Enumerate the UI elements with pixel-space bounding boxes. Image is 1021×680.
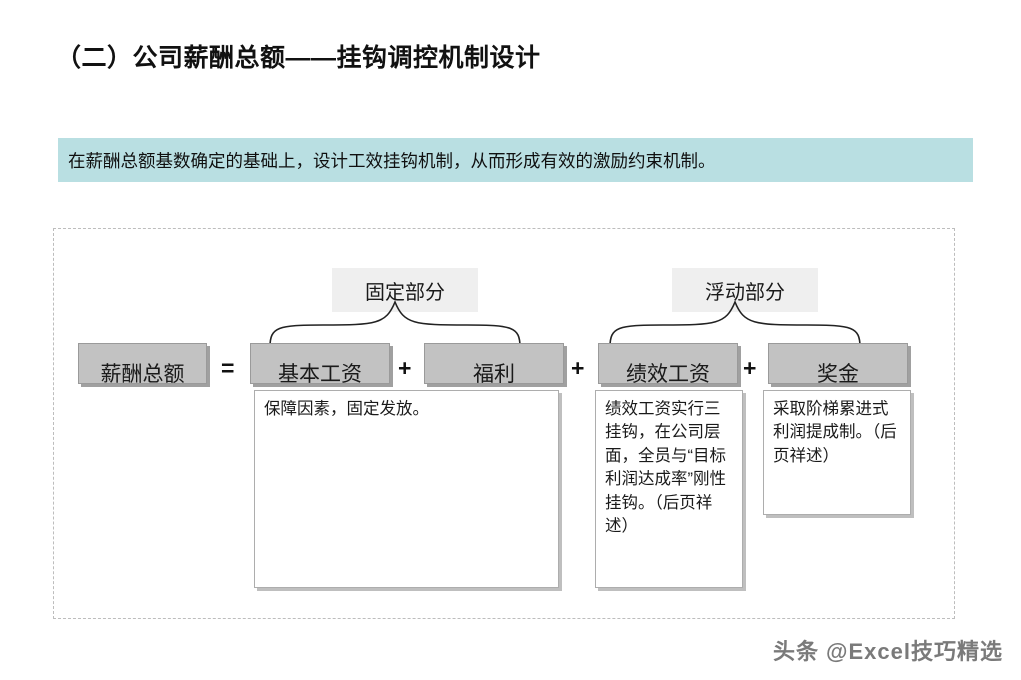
group-label-fixed-text: 固定部分 — [365, 281, 445, 304]
brace-float-icon — [609, 299, 861, 348]
component-box-base — [250, 343, 390, 384]
component-label-total: 薪酬总额 — [100, 363, 185, 386]
summary-banner-text: 在薪酬总额基数确定的基础上，设计工效挂钩机制，从而形成有效的激励约束机制。 — [68, 150, 716, 171]
group-label-float-text: 浮动部分 — [705, 281, 785, 304]
component-box-welfare — [424, 343, 564, 384]
component-box-bonus — [768, 343, 908, 384]
summary-banner: 在薪酬总额基数确定的基础上，设计工效挂钩机制，从而形成有效的激励约束机制。 — [58, 138, 973, 182]
description-box-bonus: 采取阶梯累进式利润提成制。（后页祥述） — [763, 390, 911, 515]
group-label-fixed: 固定部分 — [332, 268, 478, 312]
diagram-frame — [53, 228, 955, 619]
operator-plus-2: + — [571, 355, 585, 381]
component-box-perf — [598, 343, 738, 384]
description-box-base: 保障因素，固定发放。 — [254, 390, 559, 588]
operator-equals: = — [221, 355, 235, 381]
brace-fixed-icon — [269, 299, 521, 348]
group-label-float: 浮动部分 — [672, 268, 818, 312]
component-label-bonus: 奖金 — [817, 363, 859, 386]
component-label-welfare: 福利 — [473, 363, 515, 386]
component-label-perf: 绩效工资 — [626, 363, 710, 386]
component-label-base: 基本工资 — [278, 363, 362, 386]
watermark: 头条 @Excel技巧精选 — [772, 639, 1003, 664]
component-box-total — [78, 343, 207, 384]
page-title: （二）公司薪酬总额——挂钩调控机制设计 — [56, 44, 541, 72]
description-box-perf: 绩效工资实行三挂钩，在公司层面，全员与“目标利润达成率”刚性挂钩。（后页祥述） — [595, 390, 743, 588]
operator-plus-1: + — [398, 355, 412, 381]
operator-plus-3: + — [743, 355, 757, 381]
